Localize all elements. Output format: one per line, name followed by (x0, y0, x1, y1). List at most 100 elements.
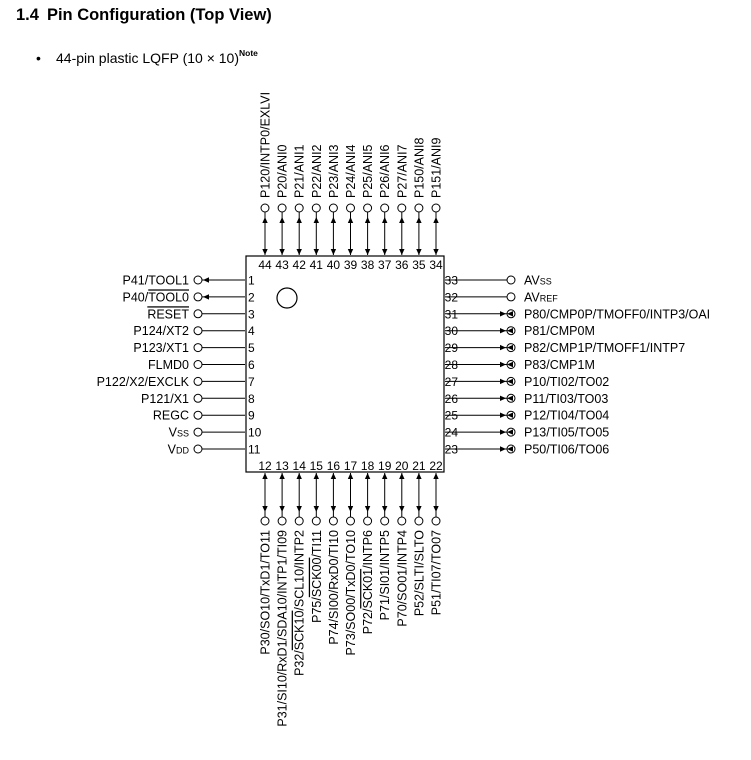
pins.top.8: P27/ANI7 (395, 144, 409, 198)
pins.right.7: P11/TI03/TO03 (524, 392, 608, 406)
pin-label-part: P74/SI00/RxD0/TI10 (327, 530, 341, 645)
arrow-out-icon (279, 506, 285, 512)
pin-label-part: P73/SO00/TxD0/TO10 (344, 530, 358, 656)
arrow-in-icon (399, 473, 405, 479)
pin-label-part: P70/SO01/INTP4 (395, 530, 409, 627)
pin-terminal (193, 343, 203, 353)
pin-number: 32 (445, 290, 459, 304)
pins.right.4: P82/CMP1P/TMOFF1/INTP7 (524, 341, 685, 355)
pin-label-part: SCK00 (310, 558, 324, 598)
arrow-in-icon (382, 249, 388, 255)
arrow-in-icon (507, 361, 513, 368)
pin-number: 8 (248, 392, 255, 406)
pin-number: 23 (445, 443, 459, 457)
pin-terminal (346, 516, 355, 526)
pins.top.9: P150/ANI8 (412, 137, 426, 198)
pins.left.9: VSS (169, 426, 189, 440)
pin-number: 19 (378, 459, 392, 473)
pins.left.6: P122/X2/EXCLK (97, 375, 190, 389)
package-text: 44-pin plastic LQFP (10 × 10) (56, 50, 240, 66)
pin-label-part: P24/ANI4 (344, 144, 358, 198)
arrow-in-icon (262, 249, 268, 255)
pin-terminal (363, 203, 373, 213)
pin-number: 9 (248, 409, 255, 423)
pin-terminal (414, 516, 424, 526)
pin-number: 20 (395, 459, 409, 473)
arrow-in-icon (262, 473, 268, 479)
pins.bottom.6: P72/SCK01/INTP6 (361, 530, 375, 634)
pin-terminal (193, 410, 203, 420)
arrow-in-icon (507, 328, 513, 334)
pin-terminal (311, 516, 321, 526)
pins.right.3: P81/CMP0M (524, 324, 595, 338)
arrow-out-icon (262, 217, 268, 223)
pin-label-part: P121/X1 (141, 392, 189, 406)
pin-number: 39 (344, 258, 358, 272)
pins.top.3: P22/ANI2 (310, 144, 324, 198)
pin-number: 21 (412, 459, 426, 473)
pins.right.10: P50/TI06/TO06 (524, 443, 609, 457)
pin-terminal (294, 203, 304, 213)
pin-label-part: P72/ (361, 608, 375, 634)
pin-label-part: V (169, 426, 178, 440)
pin-label-part: P30/SO10/TxD1/TO11 (259, 530, 273, 655)
pin-terminal (193, 444, 203, 454)
arrow-out-icon (500, 395, 506, 401)
arrow-out-icon (330, 506, 337, 512)
arrow-in-icon (507, 395, 513, 401)
arrow-in-icon (279, 473, 285, 479)
pin-label-part: P83/CMP1M (524, 358, 595, 372)
pin-number: 4 (248, 324, 255, 338)
pin-label-part: P124/XT2 (133, 324, 189, 338)
arrow-out-icon (382, 506, 388, 512)
pin-label-part: P13/TI05/TO05 (524, 426, 609, 440)
pins.right.9: P13/TI05/TO05 (524, 426, 609, 440)
pin-label-part: P150/ANI8 (412, 137, 426, 198)
pin-label-part: DD (176, 446, 189, 456)
pin-number: 41 (310, 258, 324, 272)
pin-label-part: P52/SLTI/SLTO (412, 530, 426, 616)
pin-label-part: REGC (153, 409, 189, 423)
pin-label-part: P82/CMP1P/TMOFF1/INTP7 (524, 341, 685, 355)
pins.top.7: P26/ANI6 (378, 144, 392, 198)
pin-label-part: P23/ANI3 (327, 144, 341, 198)
pins.bottom.2: P32/SCK10/SCL10/INTP2 (293, 530, 307, 676)
pin-number: 2 (248, 290, 255, 304)
pin-label-part: P27/ANI7 (395, 144, 409, 198)
arrow-out-icon (347, 217, 354, 223)
pins.left.10: VDD (168, 443, 190, 457)
pin-number: 27 (445, 375, 459, 389)
pin-label-part: P20/ANI0 (276, 144, 290, 198)
pin-terminal (193, 360, 203, 369)
section-title: Pin Configuration (Top View) (46, 6, 272, 24)
arrow-out-icon (347, 506, 354, 512)
pin-terminal (193, 292, 203, 302)
pin-number: 6 (248, 358, 255, 372)
pins.bottom.7: P71/SI01/INTP5 (378, 530, 392, 620)
pin-number: 12 (258, 459, 272, 473)
arrow-out-icon (399, 217, 405, 223)
pin-terminal (193, 326, 203, 336)
pin-terminal (277, 203, 287, 213)
pin-number: 44 (258, 258, 272, 272)
arrow-out-icon (500, 429, 506, 435)
pin-number: 28 (445, 358, 459, 372)
pins.left.0: P41/TOOL1 (123, 274, 190, 288)
pins.top.2: P21/ANI1 (293, 144, 307, 198)
arrow-in-icon (364, 249, 371, 255)
arrow-in-icon (347, 249, 354, 255)
arrow-out-icon (500, 344, 506, 351)
arrow-out-icon (433, 217, 439, 223)
pin-number: 1 (248, 274, 255, 288)
pin-number: 16 (327, 459, 341, 473)
pin-number: 10 (248, 426, 262, 440)
pin-terminal (193, 309, 203, 319)
pin-number: 30 (445, 324, 459, 338)
pin-number: 34 (429, 258, 443, 272)
pin-label-part: P12/TI04/TO04 (524, 409, 609, 423)
pin-label-part: P21/ANI1 (293, 144, 307, 198)
pin-number: 26 (445, 392, 459, 406)
arrow-out-icon (364, 217, 371, 223)
arrow-out-icon (330, 217, 337, 223)
